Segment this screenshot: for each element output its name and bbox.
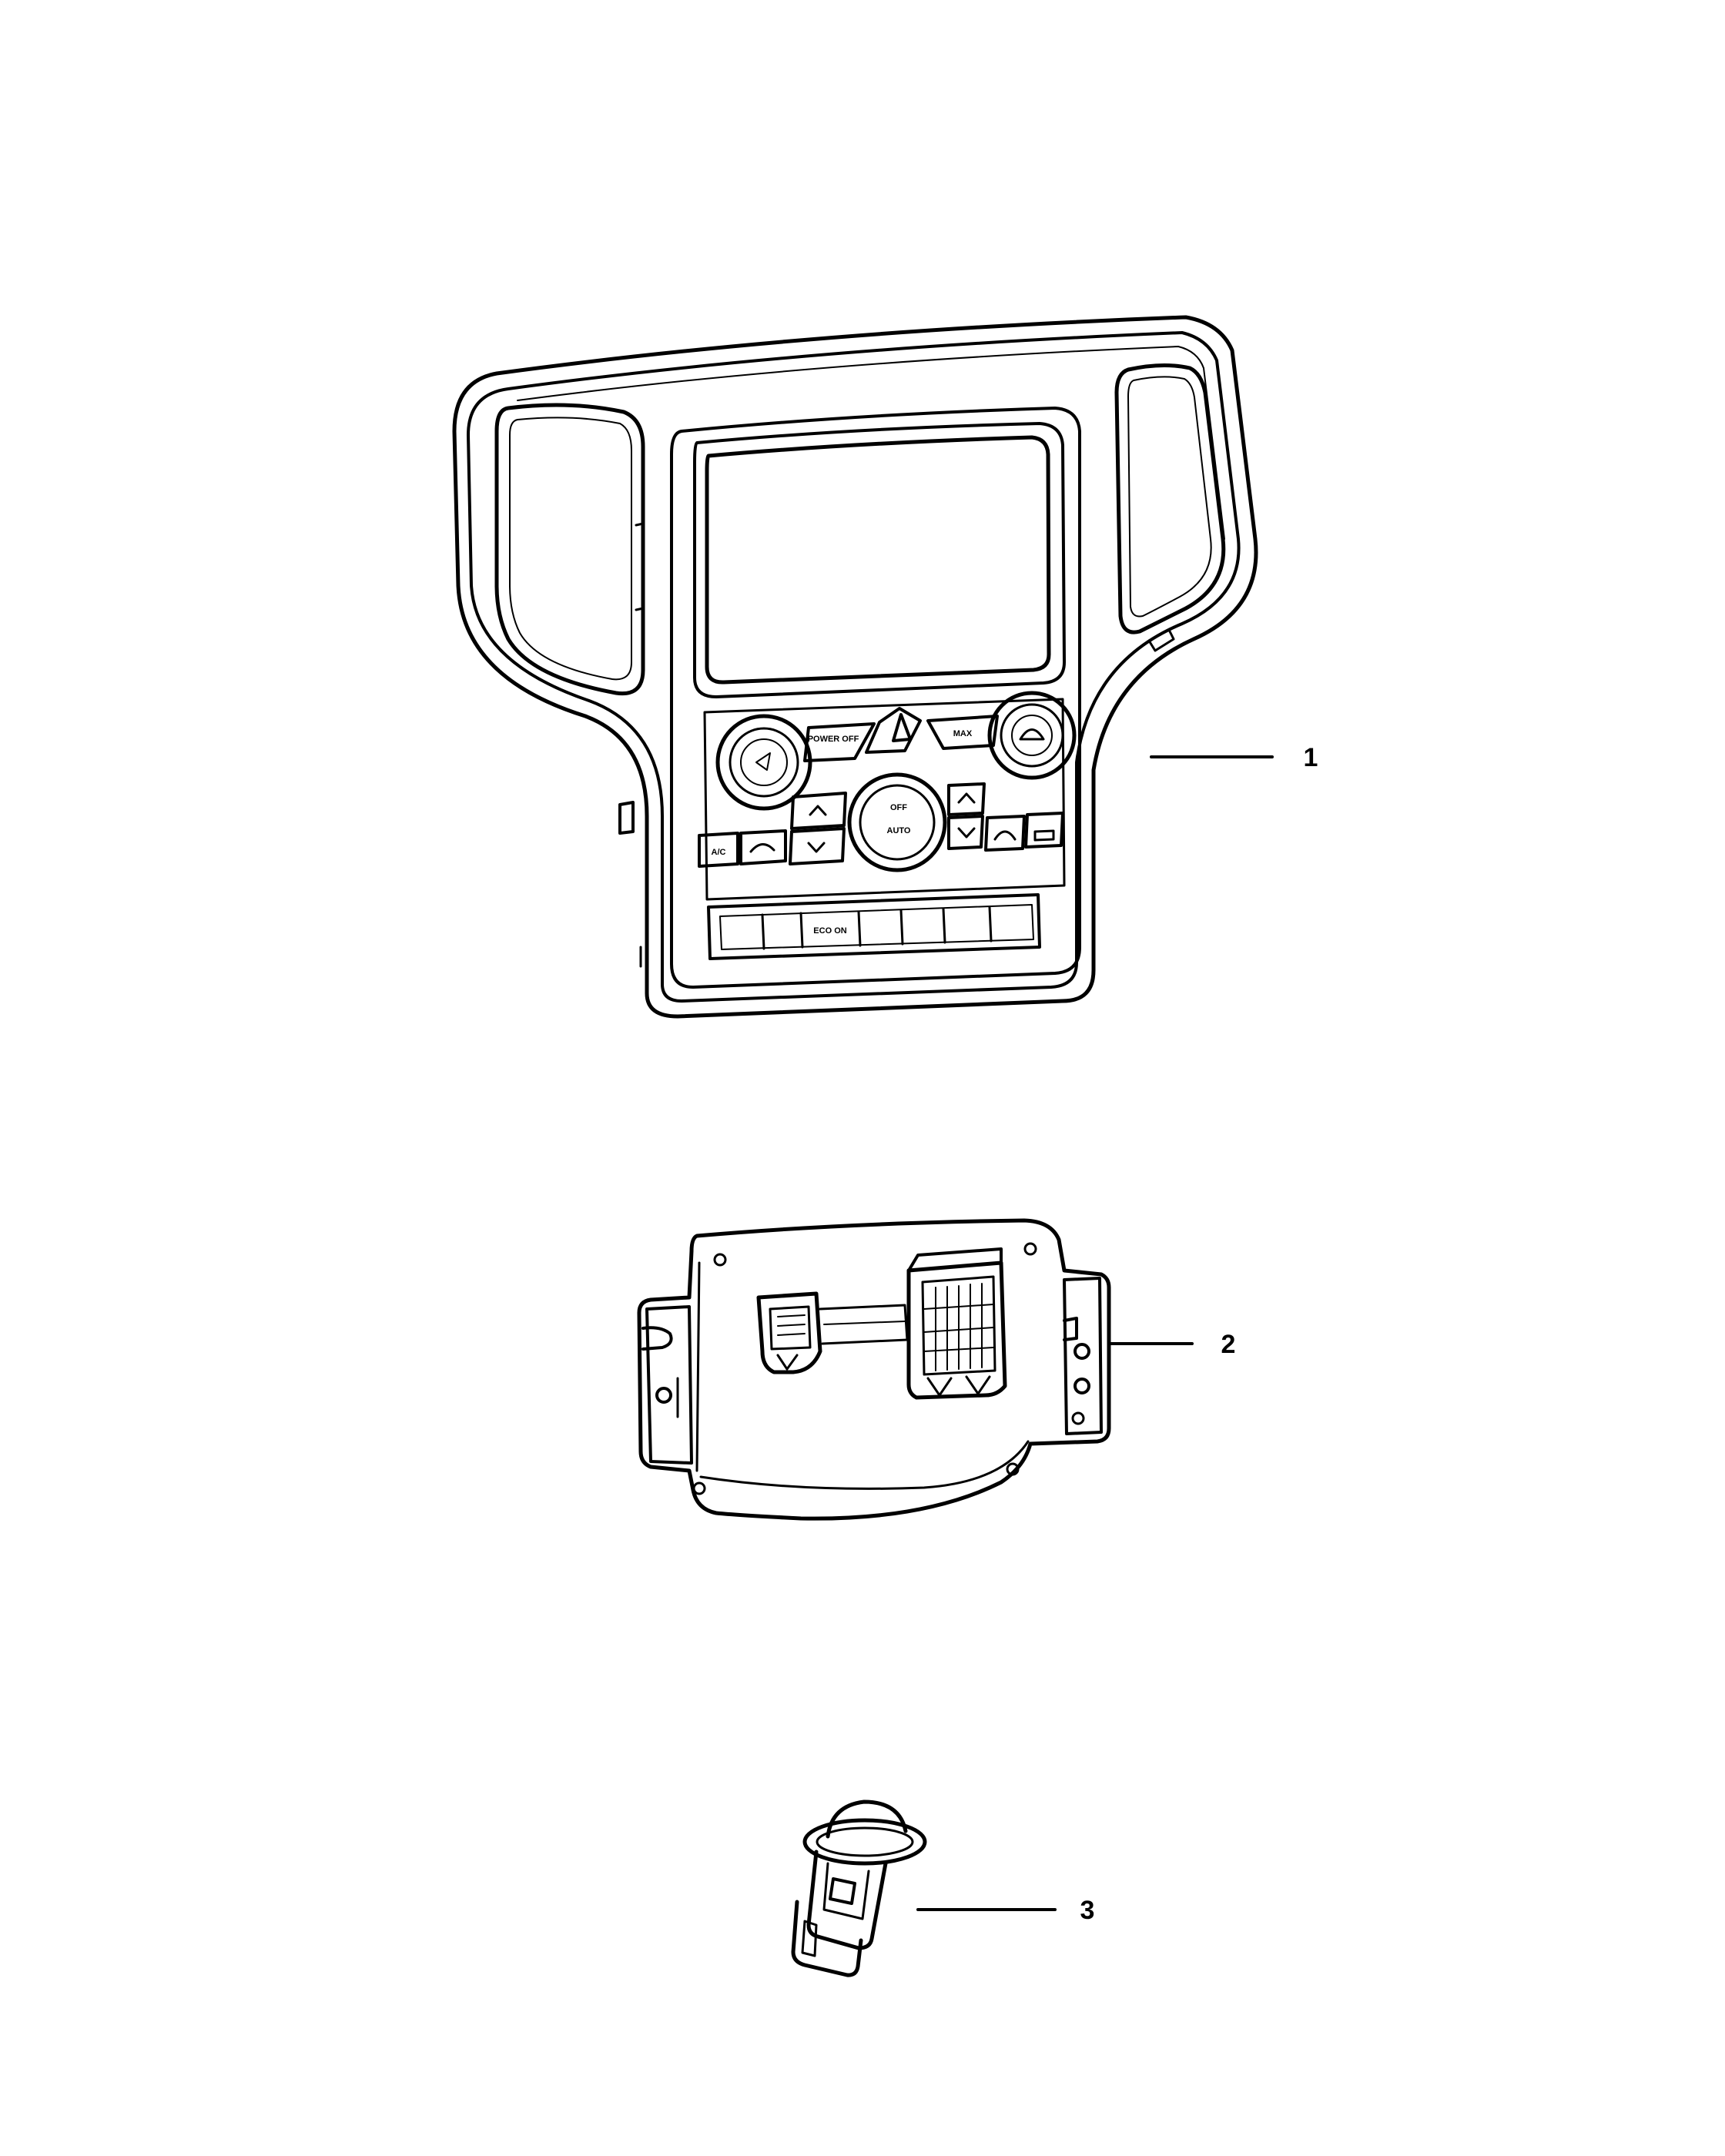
hazard-button[interactable] [865, 707, 922, 754]
left-vent-inner [509, 417, 632, 681]
sensor-connector-detail [801, 1920, 818, 1957]
chevron-down-icon [957, 827, 976, 839]
left-flange-slot [641, 1326, 673, 1351]
right-vent-opening [1114, 363, 1226, 634]
bezel-depth-line [517, 346, 1225, 540]
right-flange [1063, 1277, 1103, 1435]
ac-button[interactable]: A/C [698, 832, 739, 868]
center-fan-knob[interactable]: OFF AUTO [847, 772, 947, 872]
left-temp-up-button[interactable] [790, 792, 847, 830]
max-defrost-button[interactable]: MAX [926, 715, 999, 750]
screw [1023, 1242, 1037, 1256]
callout-3: 3 [1080, 1896, 1095, 1925]
header-strip [819, 1304, 909, 1345]
chevron-up-icon [809, 805, 827, 816]
screw [1006, 1462, 1020, 1476]
power-off-label: POWER OFF [808, 735, 859, 744]
part-1-center-bezel: POWER OFF MAX OFF AUTO [452, 315, 1258, 1019]
part-3-sensor [791, 1799, 927, 1977]
left-temp-down-button[interactable] [789, 827, 846, 865]
header-line [823, 1321, 906, 1325]
mount-hole [655, 1387, 672, 1404]
vent-clip [635, 522, 645, 527]
sensor-body [806, 1850, 888, 1950]
screw [713, 1253, 727, 1267]
front-defrost-button[interactable] [984, 815, 1026, 852]
control-cluster-plate [703, 698, 1066, 901]
center-stack-face [670, 407, 1081, 989]
touchscreen-display [705, 435, 1051, 685]
chevron-up-icon [957, 792, 976, 804]
temperature-knob-icon [1019, 728, 1045, 741]
fan-icon [755, 752, 771, 771]
off-label: OFF [890, 803, 907, 812]
sensor-body-face [822, 1862, 870, 1920]
mount-hole [1074, 1343, 1090, 1360]
module-side-edge [695, 1261, 701, 1472]
callout-1: 1 [1304, 743, 1318, 772]
recirculation-icon [749, 843, 775, 853]
right-mount-tab [1147, 628, 1175, 652]
auto-label: AUTO [887, 826, 911, 835]
right-vent-inner [1127, 376, 1212, 618]
defrost-icon [993, 830, 1017, 841]
screw [692, 1481, 706, 1495]
lower-switch-bank [707, 893, 1041, 960]
ac-label: A/C [712, 848, 726, 857]
defrost-icon [1033, 829, 1055, 842]
vent-clip [635, 607, 645, 611]
right-temp-up-button[interactable] [947, 782, 986, 816]
sensor-flange [802, 1818, 927, 1866]
left-vent-opening [494, 403, 645, 696]
sensor-flange-inner [816, 1826, 914, 1857]
mount-hole [1071, 1411, 1085, 1425]
eco-on-button[interactable]: ECO ON [813, 926, 846, 936]
chevron-down-icon [807, 842, 826, 853]
hazard-icon [892, 713, 912, 742]
rear-defrost-button[interactable] [1024, 812, 1064, 849]
right-knob[interactable] [987, 691, 1077, 780]
small-connector [756, 1291, 822, 1374]
sensor-dome [826, 1799, 908, 1839]
left-flange [645, 1305, 693, 1465]
right-temp-down-button[interactable] [947, 815, 984, 850]
left-mount-clip [618, 801, 635, 835]
mount-hole [1074, 1378, 1090, 1394]
callout-2: 2 [1221, 1330, 1236, 1359]
sensor-connector [791, 1900, 863, 1977]
display-surround [693, 422, 1066, 698]
max-label: MAX [953, 729, 973, 738]
recirculation-button[interactable] [739, 829, 787, 865]
module-bottom-edge [699, 1440, 1030, 1490]
large-connector [906, 1247, 1007, 1400]
sensor-latch [829, 1877, 856, 1905]
part-2-control-module [637, 1218, 1111, 1521]
module-housing [637, 1218, 1111, 1521]
right-flange-notch [1063, 1317, 1078, 1341]
eco-on-label: ECO ON [813, 926, 846, 936]
power-off-button[interactable]: POWER OFF [803, 722, 876, 762]
bezel-outer-rim [452, 315, 1258, 1019]
left-knob[interactable] [715, 714, 812, 811]
